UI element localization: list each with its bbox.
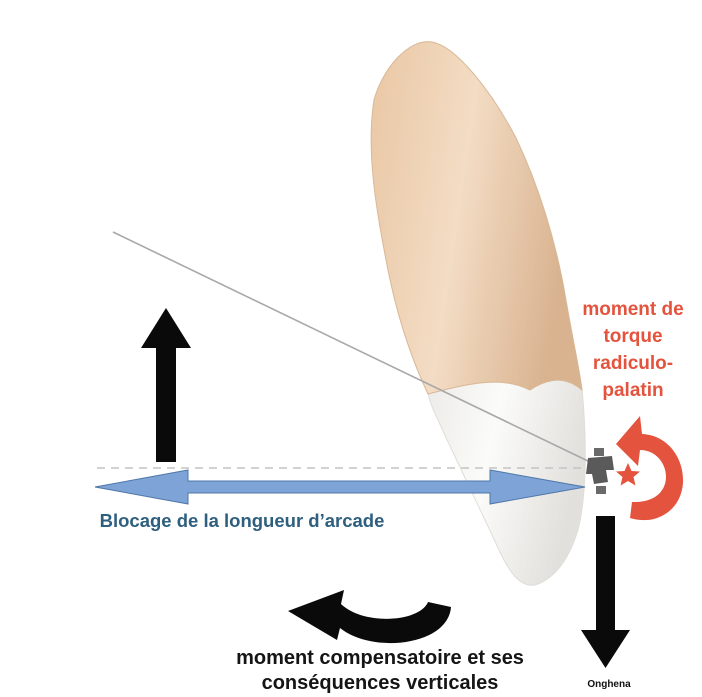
torque-label-line-4: palatin <box>562 377 702 404</box>
torque-label-line-1: moment de <box>562 296 702 323</box>
compensatory-label-line-2: conséquences verticales <box>180 671 580 696</box>
compensatory-label-line-1: moment compensatoire et ses <box>180 646 580 671</box>
author-credit: Onghena <box>567 679 651 690</box>
torque-star <box>616 463 640 486</box>
curved-compensation-arrow <box>288 590 451 643</box>
bracket <box>586 448 614 494</box>
tooth <box>371 42 585 586</box>
torque-label-line-2: torque <box>562 323 702 350</box>
tooth-root <box>371 42 582 394</box>
compensatory-moment-label: moment compensatoire et ses conséquences… <box>180 646 580 696</box>
arch-length-double-arrow <box>95 470 585 504</box>
down-arrow <box>581 516 630 668</box>
up-arrow <box>141 308 191 462</box>
torque-label-line-3: radiculo- <box>562 350 702 377</box>
torque-moment-label: moment de torque radiculo- palatin <box>562 296 702 404</box>
arch-length-label: Blocage de la longueur d’arcade <box>0 510 484 532</box>
